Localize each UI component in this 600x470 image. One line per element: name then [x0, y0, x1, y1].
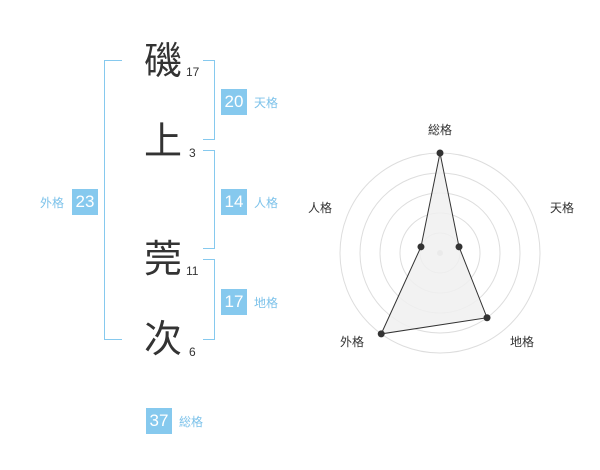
name-char-1: 磯 [143, 39, 182, 83]
tenkaku-bracket [203, 60, 215, 140]
name-char-3: 莞 [143, 237, 182, 281]
radar-label-tenkaku: 天格 [550, 201, 575, 215]
gaikaku-bracket [104, 60, 122, 340]
jinkaku-label: 人格 [254, 196, 279, 210]
radar-polygon [380, 152, 488, 335]
radar-point-5 [417, 243, 425, 251]
radar-point-4 [377, 330, 385, 338]
stroke-count-1: 17 [186, 65, 200, 79]
jinkaku-score-badge: 14 [221, 189, 247, 215]
radar-point-2 [455, 243, 463, 251]
stroke-count-2: 3 [189, 146, 196, 160]
name-char-2: 上 [143, 119, 182, 163]
radar-point-3 [483, 314, 491, 322]
radar-label-chikaku: 地格 [510, 335, 535, 349]
radar-label-soukaku: 総格 [428, 123, 453, 137]
soukaku-score-badge: 37 [146, 408, 172, 434]
chikaku-label: 地格 [254, 296, 279, 310]
stroke-count-4: 6 [189, 345, 196, 359]
radar-label-gaikaku: 外格 [340, 335, 365, 349]
stroke-count-3: 11 [186, 264, 199, 278]
gaikaku-score-badge: 23 [72, 189, 98, 215]
radar-points [377, 149, 491, 338]
radar-point-1 [436, 149, 444, 157]
tenkaku-label: 天格 [254, 96, 279, 110]
jinkaku-bracket [203, 150, 215, 249]
name-char-4: 次 [143, 317, 182, 361]
soukaku-label: 総格 [179, 415, 204, 429]
gaikaku-label: 外格 [40, 196, 65, 210]
tenkaku-score-badge: 20 [221, 89, 247, 115]
chikaku-score-badge: 17 [221, 289, 247, 315]
chikaku-bracket [203, 259, 215, 340]
radar-label-jinkaku: 人格 [308, 201, 333, 215]
